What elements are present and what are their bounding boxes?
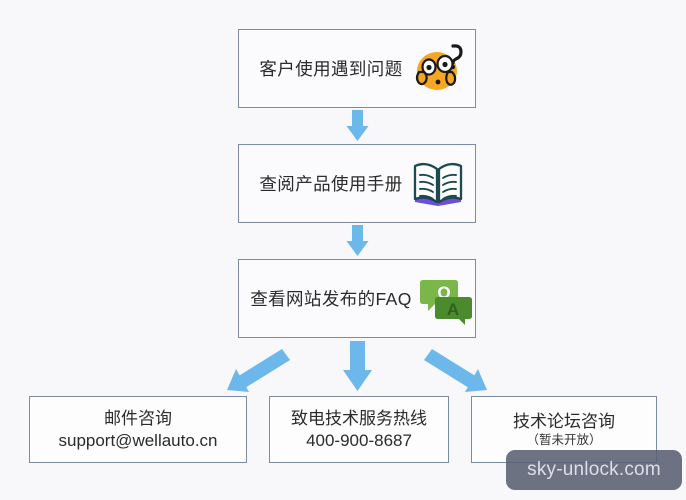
arrow-faq-to-phone [343,341,372,391]
qa-speech-bubbles-icon: Q A [419,272,474,326]
outcome-node-email[interactable]: 邮件咨询 support@wellauto.cn [29,396,247,463]
flow-node-faq[interactable]: 查看网站发布的FAQ Q A [238,259,476,338]
outcome-email-address: support@wellauto.cn [58,430,218,450]
flow-node-problem[interactable]: 客户使用遇到问题 [238,29,476,108]
outcome-forum-title: 技术论坛咨询 [513,411,615,431]
watermark-text: sky-unlock.com [527,459,661,480]
outcome-phone-number: 400-900-8687 [306,430,412,450]
arrow-faq-to-email [227,349,290,392]
outcome-forum-status: （暂未开放） [526,433,602,448]
flow-node-manual-label: 查阅产品使用手册 [259,174,403,194]
flow-node-problem-label: 客户使用遇到问题 [259,59,403,79]
outcome-email-title: 邮件咨询 [104,408,172,428]
outcome-phone-title: 致电技术服务热线 [291,408,427,428]
svg-text:A: A [447,300,459,319]
outcome-node-phone[interactable]: 致电技术服务热线 400-900-8687 [269,396,449,463]
arrow-faq-to-forum [424,349,487,392]
flow-node-faq-label: 查看网站发布的FAQ [250,289,412,309]
watermark-badge: sky-unlock.com [506,450,682,490]
open-book-icon [411,157,465,211]
confused-face-emoji-icon [411,42,465,96]
flow-node-manual[interactable]: 查阅产品使用手册 [238,144,476,223]
arrow-problem-to-manual [346,110,369,141]
arrow-manual-to-faq [346,225,369,256]
